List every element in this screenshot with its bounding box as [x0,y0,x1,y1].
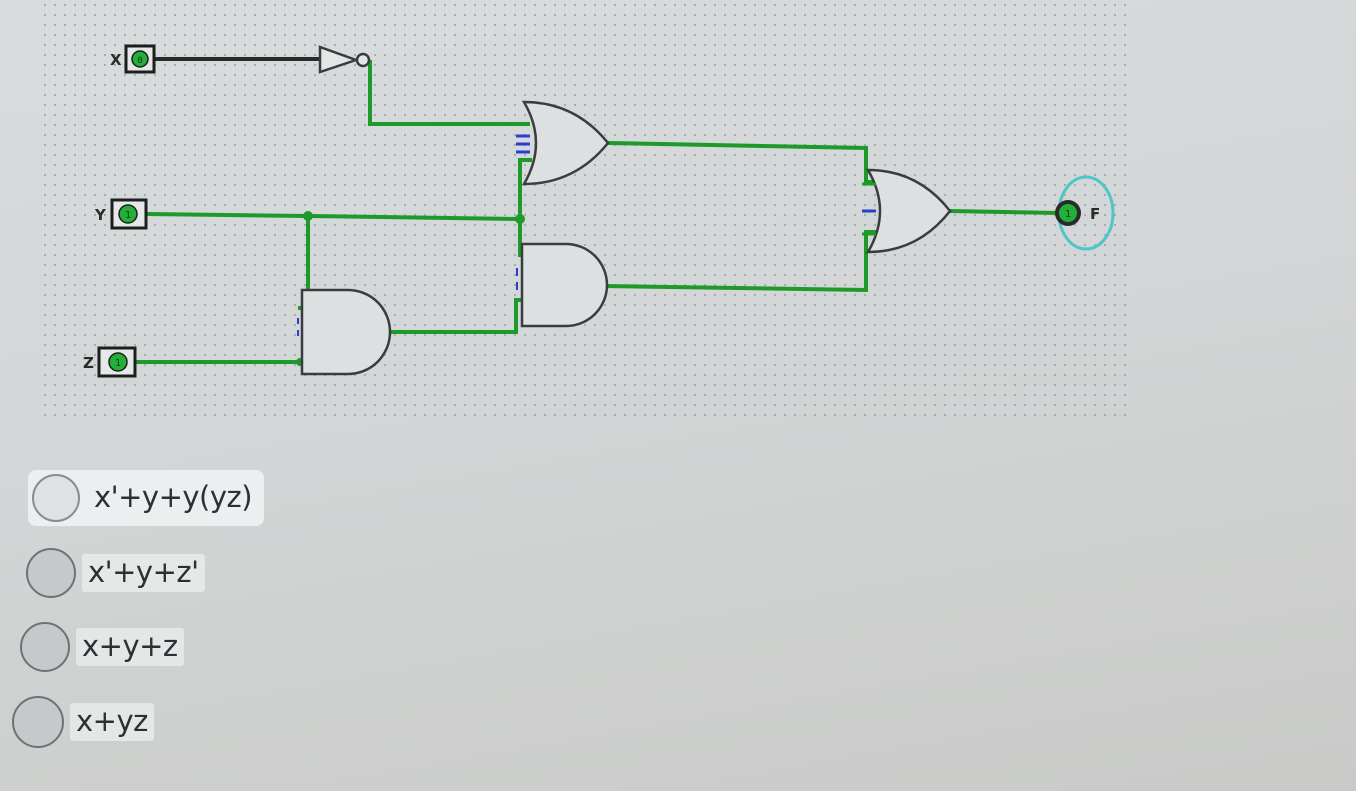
and-gate-2[interactable] [516,242,609,328]
not-gate[interactable] [318,45,371,74]
wire-y-to-or1 [518,158,532,221]
radio-button[interactable] [20,622,70,672]
answer-option-label: x'+y+z' [82,554,205,592]
or-gate-2-input-markers [862,182,876,236]
answer-option-4[interactable]: x+yz [12,696,154,748]
wire-not-to-or1 [368,60,530,126]
input-pin-z-value: 1 [115,358,121,369]
wire-or2-to-output [947,208,1061,216]
input-pin-y[interactable]: Y 1 [94,198,148,230]
answer-option-label: x+y+z [76,628,184,666]
wire-and1-to-and2 [388,298,526,334]
input-pin-z-label: Z [83,354,94,372]
answer-option-label: x+yz [70,703,154,741]
input-pin-z[interactable]: Z 1 [83,346,137,378]
radio-button[interactable] [32,474,80,522]
junction-y-right [515,214,525,224]
input-pin-y-label: Y [94,206,107,224]
junction-y-split [303,211,313,221]
output-pin-f-label: F [1090,205,1100,223]
answer-option-3[interactable]: x+y+z [20,622,184,672]
radio-button[interactable] [12,696,64,748]
or-gate-2[interactable] [862,168,952,254]
answer-option-1[interactable]: x'+y+y(yz) [28,470,265,526]
answer-option-2[interactable]: x'+y+z' [26,548,205,598]
radio-button[interactable] [26,548,76,598]
wire-and2-to-or2 [602,230,878,293]
or-gate-1-input-markers [516,134,530,154]
or-gate-1[interactable] [516,100,610,186]
input-pin-y-value: 1 [125,210,131,221]
answer-option-label: x'+y+y(yz) [94,480,253,514]
and-gate-1[interactable] [297,288,392,376]
input-pin-x-value: 0 [137,56,142,66]
wire-or1-to-or2 [605,140,876,184]
output-pin-f[interactable]: 1 F [1055,175,1115,251]
input-pin-x-label: X [110,51,122,69]
output-pin-f-value: 1 [1065,209,1071,220]
input-pin-x[interactable]: X 0 [110,44,156,74]
circuit-canvas[interactable]: X 0 Y 1 Z 1 1 F [30,0,1140,425]
